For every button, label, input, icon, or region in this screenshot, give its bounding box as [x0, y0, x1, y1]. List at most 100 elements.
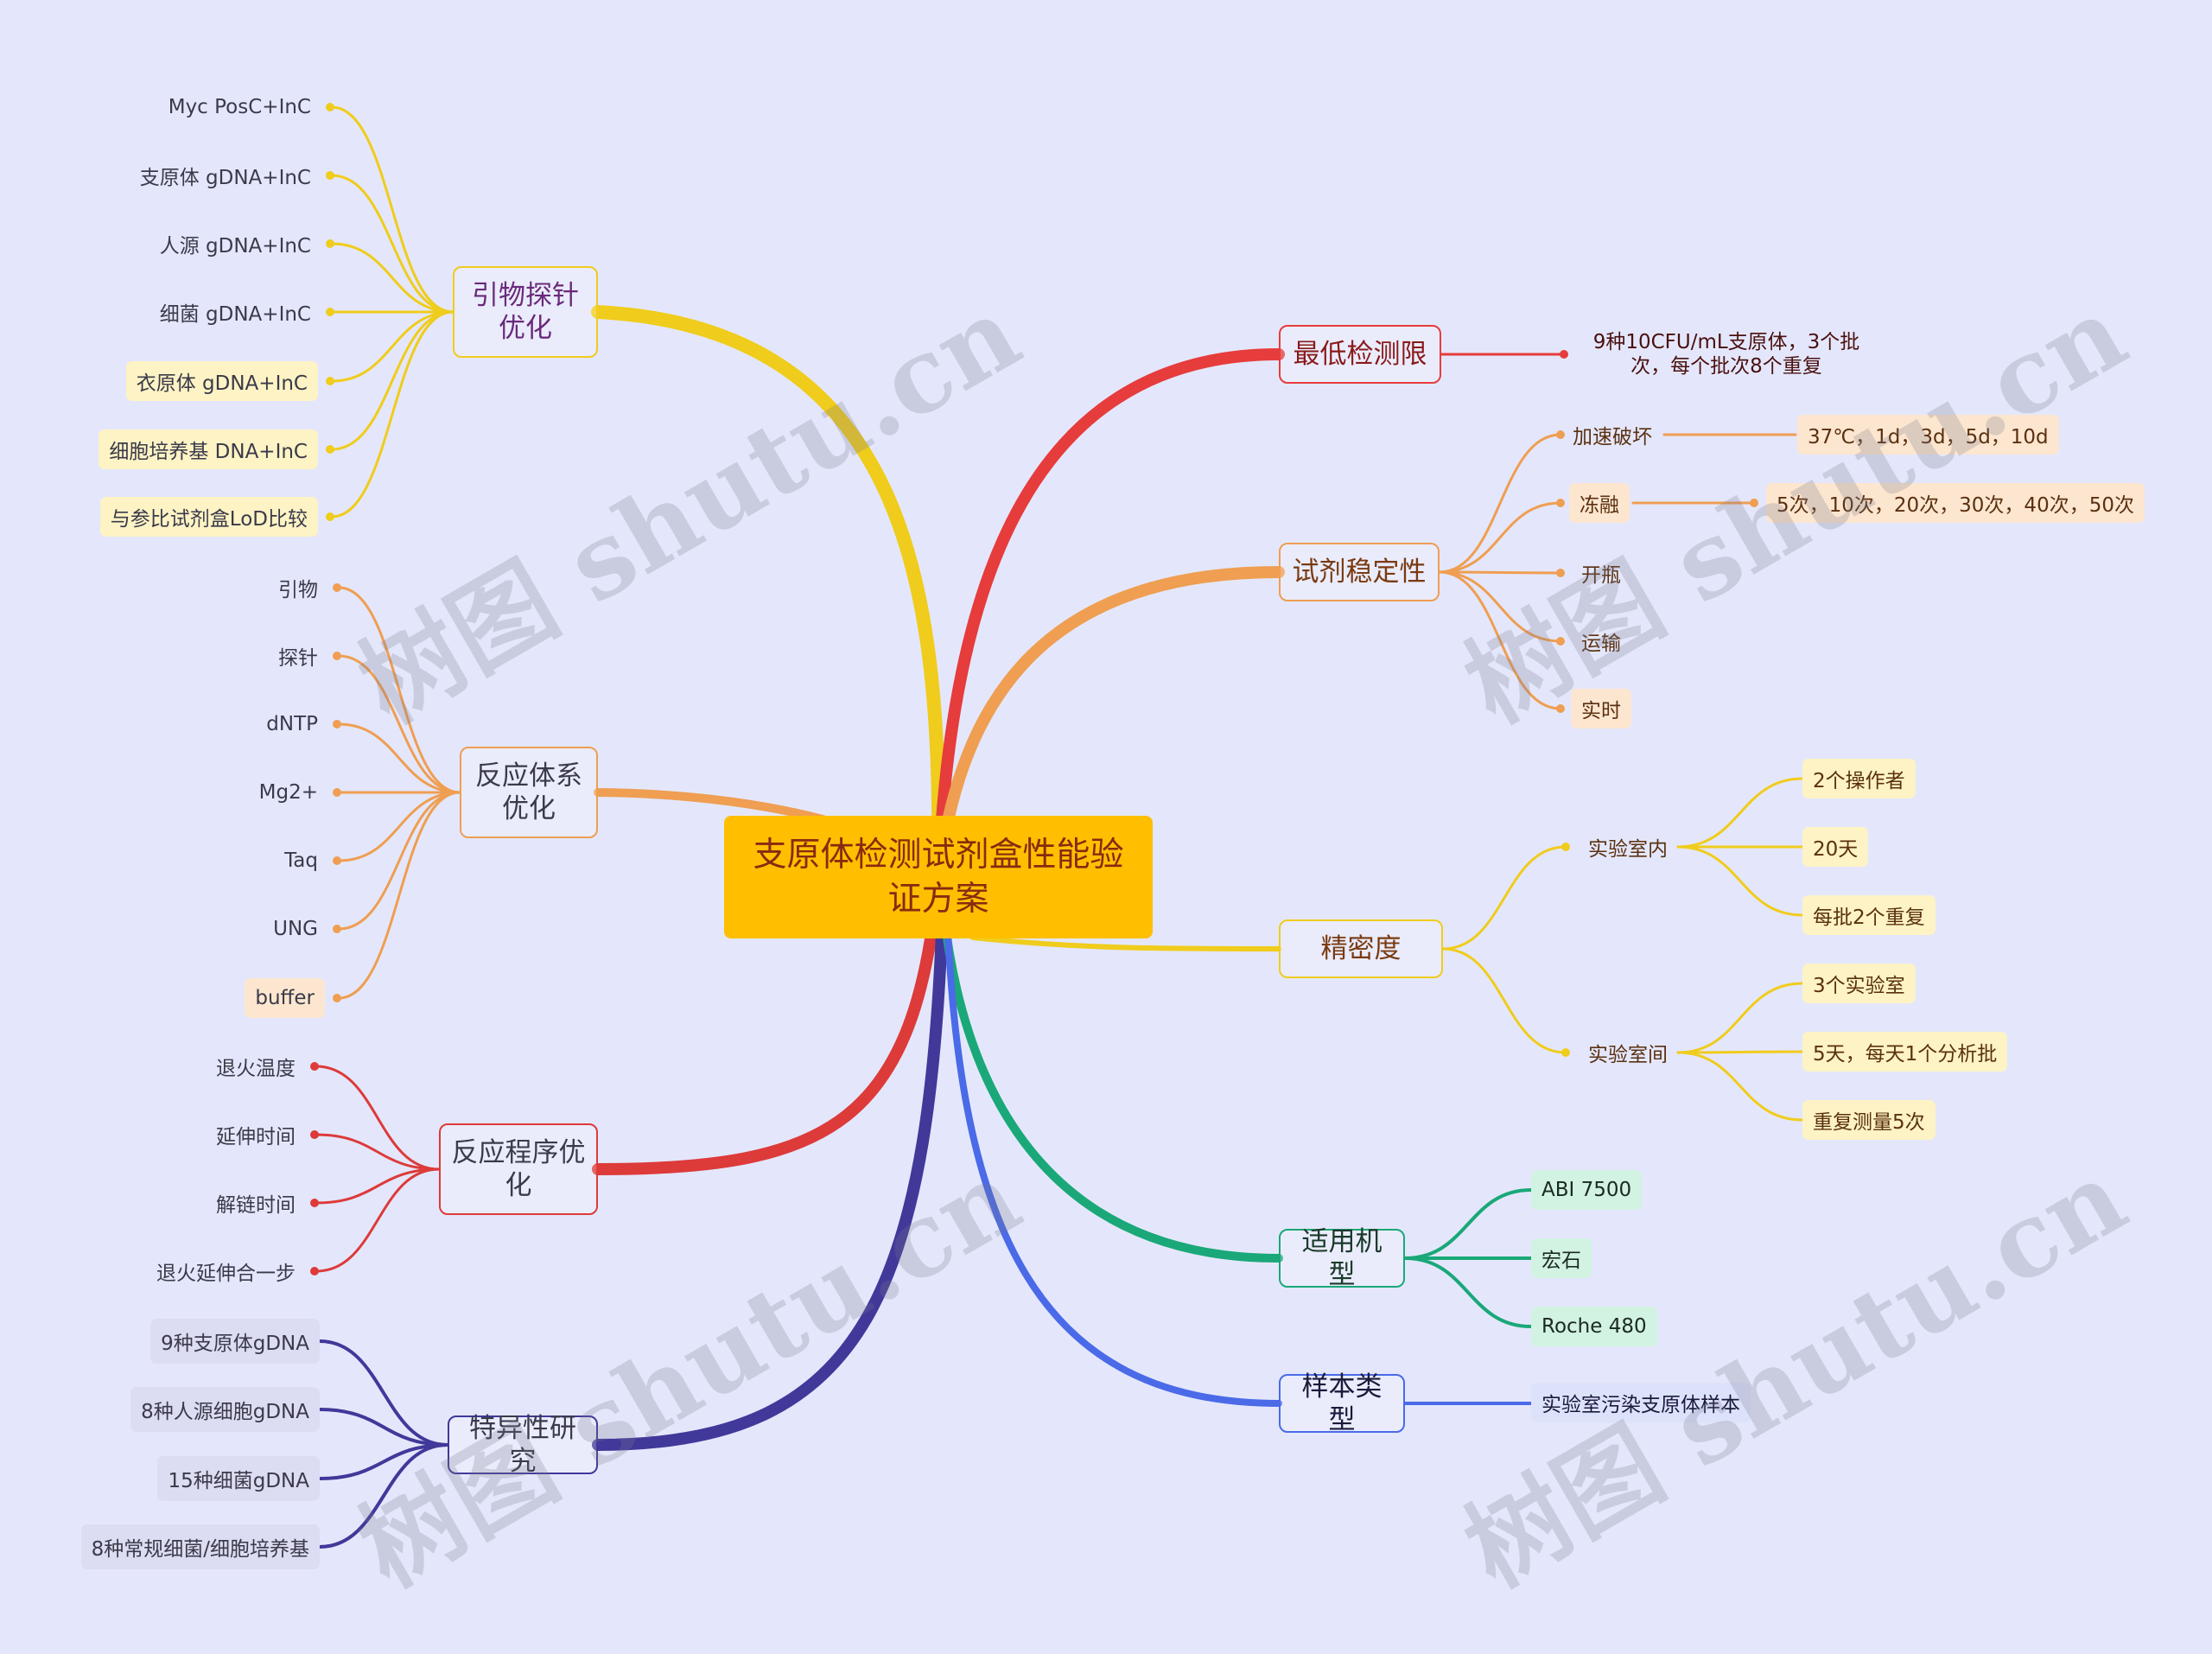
branch-instrument[interactable]: 适用机型: [1279, 1226, 1405, 1290]
leaf-dot: [333, 994, 341, 1002]
leaf-annealing-temp[interactable]: 退火温度: [216, 1058, 296, 1080]
item-5-days-1-run[interactable]: 5天，每天1个分析批: [1802, 1032, 2008, 1072]
leaf-dntp[interactable]: dNTP: [266, 713, 318, 735]
leaf-extension-time[interactable]: 延伸时间: [216, 1126, 296, 1148]
detail-freeze-thaw-cycles[interactable]: 5次，10次，20次，30次，40次，50次: [1766, 483, 2145, 523]
connector-primer-leaf: [330, 310, 454, 451]
group-inter-lab[interactable]: 实验室间: [1588, 1044, 1668, 1066]
branch-lod[interactable]: 最低检测限: [1279, 325, 1441, 384]
leaf-dot: [326, 171, 334, 180]
connector-inter-item: [1676, 1051, 1804, 1122]
leaf-roche-480[interactable]: Roche 480: [1531, 1307, 1657, 1346]
leaf-dot: [310, 1199, 319, 1207]
leaf-dot: [1556, 430, 1565, 439]
connector-root-primer: [591, 305, 946, 884]
leaf-dot: [333, 583, 341, 592]
leaf-transport[interactable]: 运输: [1581, 633, 1621, 655]
leaf-dot: [333, 856, 341, 865]
connector-primer-leaf: [330, 242, 454, 314]
leaf-dot: [310, 1267, 319, 1275]
connector-root-instrument: [939, 907, 1283, 1263]
leaf-dot: [1561, 1048, 1570, 1057]
branch-primer-probe-optimization[interactable]: 引物探针优化: [453, 266, 598, 358]
leaf-dot: [1560, 350, 1568, 359]
leaf-opened-bottle[interactable]: 开瓶: [1581, 564, 1621, 587]
connector-primer-leaf: [330, 310, 454, 518]
item-two-operators[interactable]: 2个操作者: [1802, 759, 1916, 798]
connector-program-leaf: [315, 1065, 441, 1171]
leaf-primer[interactable]: 引物: [278, 579, 318, 601]
detail-accelerated-conditions[interactable]: 37℃，1d，3d，5d，10d: [1797, 415, 2059, 455]
connector-inter-item: [1676, 1050, 1804, 1054]
leaf-hongshi[interactable]: 宏石: [1531, 1238, 1592, 1278]
leaf-myc-posc[interactable]: Myc PosC+InC: [168, 96, 311, 118]
connector-precision-inter: [1441, 947, 1567, 1054]
root-topic[interactable]: 支原体检测试剂盒性能验证方案: [724, 816, 1153, 938]
leaf-annealing-extension-combined[interactable]: 退火延伸合一步: [156, 1263, 296, 1285]
leaf-melting-time[interactable]: 解链时间: [216, 1194, 296, 1217]
connector-precision-intra: [1441, 845, 1567, 951]
leaf-probe[interactable]: 探针: [278, 647, 318, 670]
connector-primer-leaf: [330, 105, 454, 314]
leaf-taq[interactable]: Taq: [284, 849, 318, 872]
leaf-15-bacteria-gdna[interactable]: 15种细菌gDNA: [157, 1456, 320, 1501]
item-2-replicates-per-batch[interactable]: 每批2个重复: [1802, 895, 1936, 935]
leaf-mycoplasma-gdna[interactable]: 支原体 gDNA+InC: [139, 167, 311, 189]
leaf-dot: [326, 308, 334, 316]
leaf-buffer[interactable]: buffer: [245, 978, 325, 1018]
group-intra-lab[interactable]: 实验室内: [1588, 838, 1668, 861]
leaf-dot: [333, 720, 341, 728]
branch-sample-type[interactable]: 样本类型: [1279, 1371, 1405, 1435]
leaf-dot: [1561, 843, 1570, 851]
connector-inter-item: [1676, 982, 1804, 1054]
connector-instrument-leaf: [1403, 1188, 1533, 1260]
connector-stability-leaf: [1438, 570, 1562, 575]
leaf-dot: [310, 1062, 319, 1071]
leaf-dot: [326, 103, 334, 111]
connector-stability-leaf: [1438, 570, 1562, 643]
connector-root-stability: [932, 566, 1285, 883]
leaf-dot: [333, 925, 341, 933]
leaf-dot: [326, 445, 334, 454]
connector-system-leaf: [337, 654, 461, 794]
branch-precision[interactable]: 精密度: [1279, 919, 1443, 978]
leaf-8-common-bacteria-medium[interactable]: 8种常规细菌/细胞培养基: [80, 1524, 320, 1569]
connector-specificity-leaf: [318, 1408, 449, 1447]
leaf-9-mycoplasma-gdna[interactable]: 9种支原体gDNA: [150, 1319, 320, 1364]
branch-specificity[interactable]: 特异性研究: [448, 1413, 598, 1477]
leaf-dot: [310, 1130, 319, 1139]
branch-reaction-program-optimization[interactable]: 反应程序优化: [439, 1123, 598, 1215]
leaf-dot: [333, 652, 341, 660]
leaf-chlamydia-gdna[interactable]: 衣原体 gDNA+InC: [125, 361, 318, 401]
connector-primer-leaf: [330, 174, 454, 314]
leaf-freeze-thaw[interactable]: 冻融: [1569, 483, 1630, 523]
connector-system-leaf: [337, 791, 461, 862]
item-5-repeat-measurements[interactable]: 重复测量5次: [1802, 1100, 1936, 1140]
item-20-days[interactable]: 20天: [1802, 827, 1869, 867]
leaf-lod-comparison[interactable]: 与参比试剂盒LoD比较: [99, 497, 318, 537]
item-3-labs[interactable]: 3个实验室: [1802, 964, 1916, 1003]
branch-reagent-stability[interactable]: 试剂稳定性: [1279, 543, 1440, 601]
connector-program-leaf: [315, 1167, 441, 1273]
leaf-bacteria-gdna[interactable]: 细菌 gDNA+InC: [159, 303, 311, 326]
connector-root-sample: [944, 908, 1282, 1407]
branch-reaction-system-optimization[interactable]: 反应体系优化: [460, 747, 598, 838]
connector-instrument-leaf: [1403, 1256, 1533, 1328]
connector-system-leaf: [337, 722, 461, 794]
leaf-dot: [1556, 569, 1565, 577]
connector-root-reaction-program: [592, 871, 944, 1175]
leaf-mg2[interactable]: Mg2+: [258, 781, 318, 804]
leaf-8-human-cell-gdna[interactable]: 8种人源细胞gDNA: [130, 1387, 320, 1432]
connector-intra-item: [1676, 777, 1804, 849]
leaf-dot: [1556, 704, 1565, 713]
leaf-dot: [326, 239, 334, 248]
leaf-ung[interactable]: UNG: [273, 918, 318, 940]
leaf-human-gdna[interactable]: 人源 gDNA+InC: [159, 235, 311, 258]
connector-program-leaf: [315, 1133, 441, 1171]
leaf-lod-detail[interactable]: 9种10CFU/mL支原体，3个批次，每个批次8个重复: [1592, 331, 1860, 378]
leaf-abi-7500[interactable]: ABI 7500: [1531, 1170, 1643, 1210]
leaf-real-time[interactable]: 实时: [1571, 689, 1631, 728]
leaf-lab-contaminated-sample[interactable]: 实验室污染支原体样本: [1531, 1383, 1751, 1422]
leaf-culture-medium-dna[interactable]: 细胞培养基 DNA+InC: [99, 429, 318, 469]
leaf-accelerated-degradation[interactable]: 加速破坏: [1573, 426, 1652, 448]
